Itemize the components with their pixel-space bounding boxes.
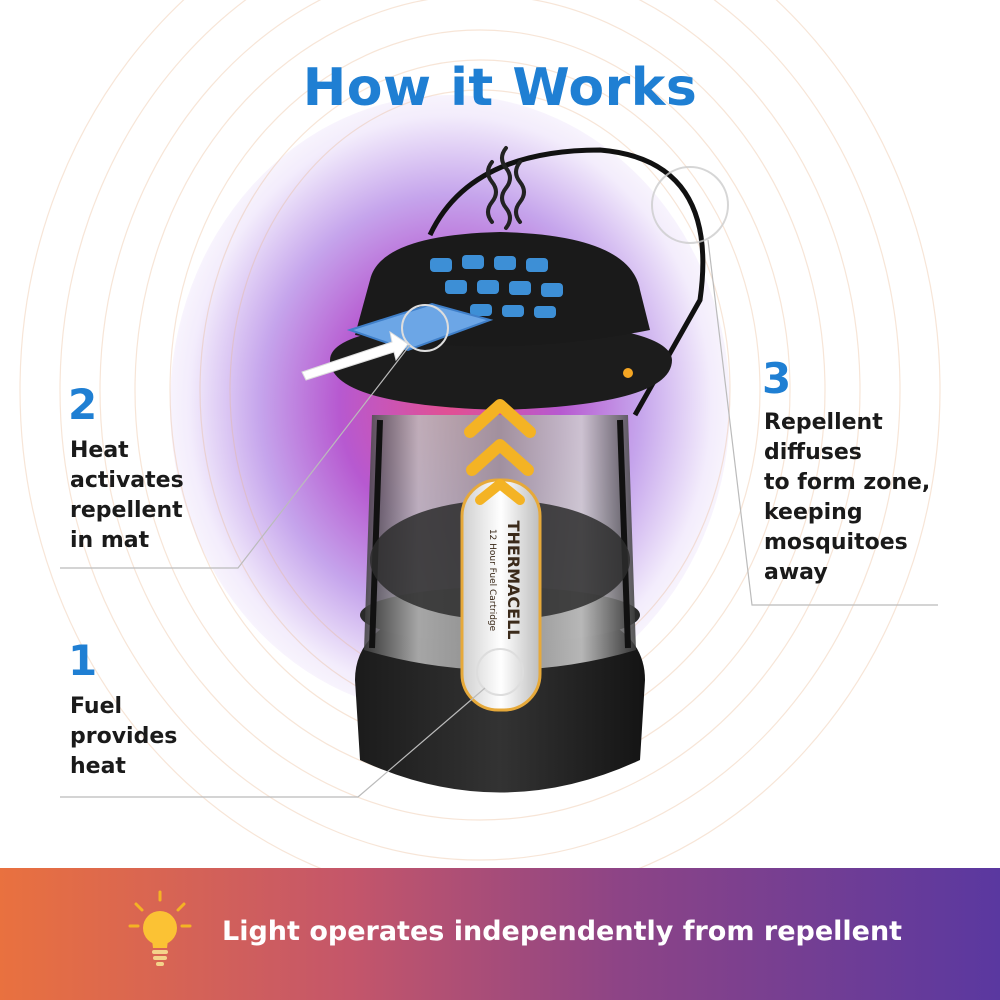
callout-circle-mat <box>401 304 449 352</box>
step-3-number: 3 <box>762 354 792 403</box>
step-1-number: 1 <box>68 636 98 685</box>
step-2-text: Heat activates repellent in mat <box>70 436 184 556</box>
step-1-text: Fuel provides heat <box>70 692 177 782</box>
callout-circle-fuel <box>476 648 524 696</box>
step-3-text: Repellent diffuses to form zone, keeping… <box>764 408 930 588</box>
step-2-line: in mat <box>70 528 150 553</box>
step-1-line: provides <box>70 724 178 749</box>
fuel-cartridge <box>460 478 542 712</box>
cartridge-brand: THERMACELL <box>504 521 523 640</box>
banner-text: Light operates independently from repell… <box>222 916 903 947</box>
step-3-line: to form zone, <box>764 470 931 495</box>
cartridge-label: 12 Hour Fuel Cartridge <box>487 529 497 632</box>
step-3-line: keeping <box>764 500 863 525</box>
lantern-illustration: THERMACELL 12 Hour Fuel Cartridge <box>60 146 938 798</box>
lightbulb-icon <box>128 890 192 966</box>
callout-circle-handle <box>651 166 729 244</box>
leader-line-1 <box>60 687 486 798</box>
indicator-light <box>623 368 633 378</box>
vent-grid <box>430 255 563 318</box>
lantern-handle <box>427 147 706 417</box>
step-1-line: Fuel <box>70 694 123 719</box>
step-3-line: Repellent <box>764 410 883 435</box>
leader-line-2 <box>60 344 411 569</box>
step-3-line: mosquitoes <box>764 530 908 555</box>
step-3-line: diffuses <box>764 440 862 465</box>
step-3-line: away <box>764 560 828 585</box>
step-1-line: heat <box>70 754 126 779</box>
heat-waves-icon <box>486 146 526 230</box>
step-2-line: repellent <box>70 498 183 523</box>
step-2-line: Heat <box>70 438 129 463</box>
heat-chevrons-icon <box>464 399 536 505</box>
page-title: How it Works <box>302 58 698 118</box>
footer-banner: Light operates independently from repell… <box>0 868 1000 1000</box>
step-2-line: activates <box>70 468 184 493</box>
step-2-number: 2 <box>68 380 98 429</box>
insert-arrow <box>301 330 409 381</box>
leader-line-3 <box>707 239 938 606</box>
